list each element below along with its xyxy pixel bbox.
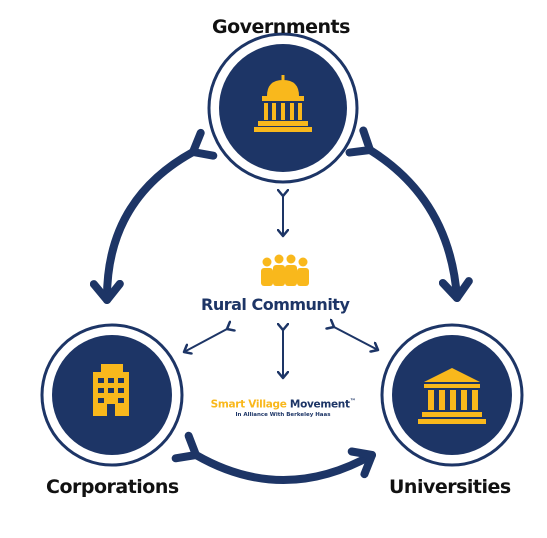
- capitol-icon: [254, 75, 312, 132]
- brand-name-part1: Smart Village: [210, 398, 290, 411]
- arrow-governments-corporations: [89, 128, 218, 304]
- office-building-icon: [93, 364, 129, 416]
- people-group-icon: [261, 254, 309, 286]
- rural-community-label: Rural Community: [201, 295, 350, 314]
- smart-village-movement-logo: Smart Village Movement™ In Alliance With…: [203, 398, 363, 418]
- arrow-center-universities: [334, 327, 378, 350]
- universities-node: [380, 323, 524, 467]
- brand-name-part2: Movement: [289, 398, 350, 411]
- governments-label: Governments: [212, 16, 350, 38]
- corporations-node: [40, 323, 184, 467]
- university-icon: [418, 368, 486, 424]
- governments-node: [207, 32, 359, 184]
- arrow-governments-universities: [345, 126, 473, 302]
- brand-trademark: ™: [349, 398, 356, 405]
- corporations-label: Corporations: [46, 476, 179, 498]
- arrow-corporations-universities: [171, 431, 376, 484]
- brand-tagline: In Alliance With Berkeley Haas: [235, 411, 331, 418]
- arrow-center-corporations: [184, 329, 227, 352]
- universities-label: Universities: [389, 476, 511, 498]
